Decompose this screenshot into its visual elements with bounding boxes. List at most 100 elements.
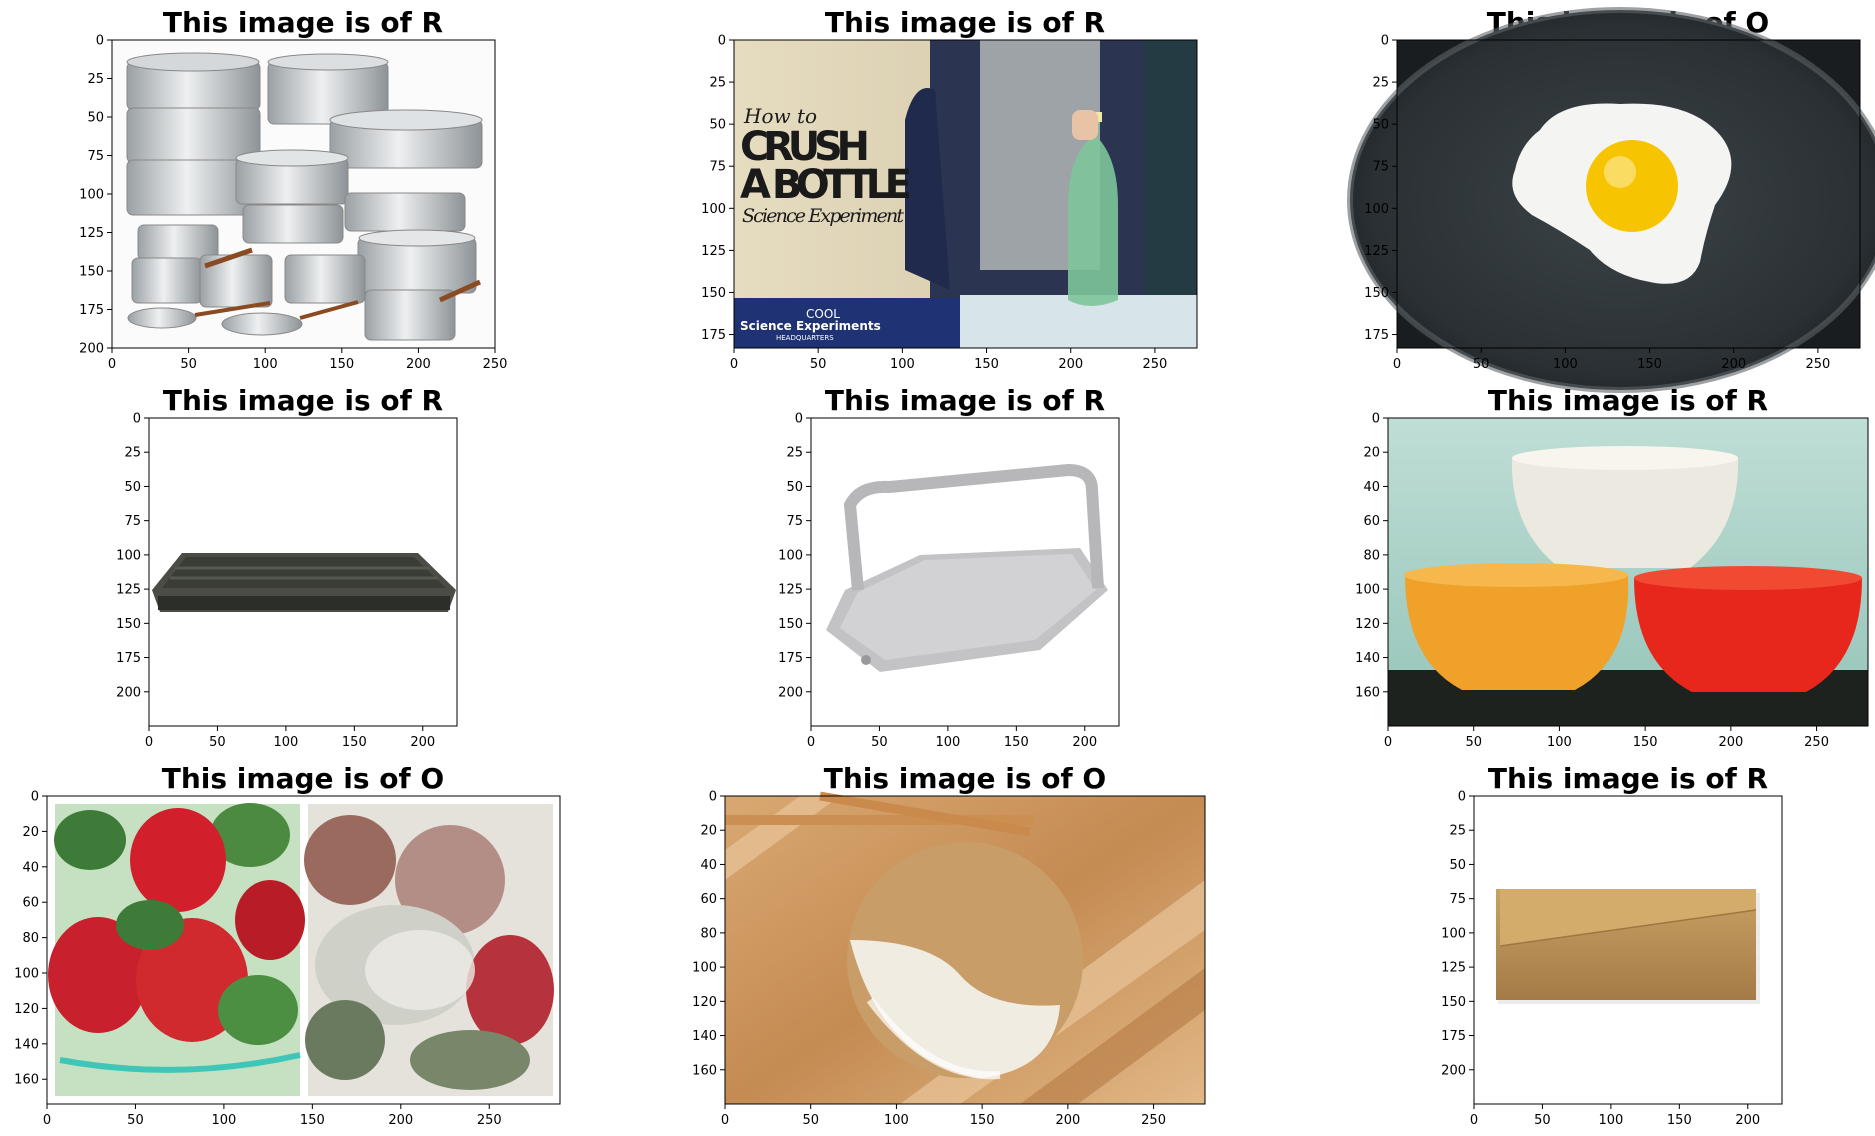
y-tick-label: 200 bbox=[79, 342, 104, 357]
y-tick-label: 40 bbox=[700, 858, 717, 873]
x-tick-label: 250 bbox=[1142, 357, 1167, 372]
x-tick-label: 200 bbox=[406, 357, 431, 372]
y-tick-label: 60 bbox=[700, 892, 717, 907]
axes-frame bbox=[810, 417, 1120, 727]
x-tick-label: 0 bbox=[721, 1113, 729, 1128]
axes-frame bbox=[46, 795, 561, 1105]
y-tick-label: 25 bbox=[1372, 76, 1389, 91]
y-tick-label: 50 bbox=[1372, 118, 1389, 133]
x-tick-label: 100 bbox=[1547, 735, 1572, 750]
x-tick-label: 150 bbox=[1633, 735, 1658, 750]
y-tick-label: 100 bbox=[692, 961, 717, 976]
y-tick-label: 100 bbox=[701, 202, 726, 217]
panel-title: This image is of R bbox=[1488, 384, 1768, 417]
image-bottle: How to CRUSH A BOTTLE Science Experiment… bbox=[734, 40, 1197, 348]
y-tick-label: 75 bbox=[1449, 892, 1466, 907]
x-tick-label: 50 bbox=[802, 1113, 819, 1128]
image-fried-egg bbox=[1347, 7, 1875, 393]
image-envelope bbox=[1474, 796, 1782, 1104]
x-tick-label: 0 bbox=[108, 357, 116, 372]
overlay-text: A BOTTLE bbox=[740, 162, 912, 208]
x-tick-label: 200 bbox=[1718, 735, 1743, 750]
y-tick-label: 60 bbox=[1363, 514, 1380, 529]
y-tick-label: 0 bbox=[1381, 34, 1389, 49]
y-tick-label: 25 bbox=[87, 72, 104, 87]
overlay-text: How to bbox=[743, 104, 817, 128]
x-tick-label: 100 bbox=[211, 1113, 236, 1128]
y-tick-label: 75 bbox=[124, 514, 141, 529]
image-rice bbox=[725, 791, 1205, 1104]
x-tick-label: 50 bbox=[871, 735, 888, 750]
y-tick-label: 50 bbox=[87, 111, 104, 126]
y-tick-label: 200 bbox=[778, 685, 803, 700]
y-tick-label: 125 bbox=[1364, 244, 1389, 259]
x-tick-label: 100 bbox=[890, 357, 915, 372]
axes-frame bbox=[733, 39, 1198, 349]
x-tick-label: 250 bbox=[1804, 735, 1829, 750]
image-grey-tray bbox=[811, 418, 1119, 726]
x-tick-label: 250 bbox=[1141, 1113, 1166, 1128]
y-tick-label: 150 bbox=[1441, 995, 1466, 1010]
panel-title: This image is of R bbox=[163, 6, 443, 39]
x-tick-label: 200 bbox=[1058, 357, 1083, 372]
x-tick-label: 150 bbox=[1004, 735, 1029, 750]
x-tick-label: 250 bbox=[477, 1113, 502, 1128]
axes-frame bbox=[1387, 417, 1869, 727]
y-tick-label: 125 bbox=[1441, 961, 1466, 976]
x-tick-label: 150 bbox=[974, 357, 999, 372]
y-tick-label: 175 bbox=[1441, 1029, 1466, 1044]
x-tick-label: 100 bbox=[273, 735, 298, 750]
y-tick-label: 120 bbox=[692, 995, 717, 1010]
y-tick-label: 125 bbox=[116, 583, 141, 598]
y-tick-label: 50 bbox=[1449, 858, 1466, 873]
x-tick-label: 150 bbox=[970, 1113, 995, 1128]
x-tick-label: 250 bbox=[1805, 357, 1830, 372]
y-tick-label: 80 bbox=[700, 926, 717, 941]
y-tick-label: 160 bbox=[1355, 685, 1380, 700]
y-tick-label: 25 bbox=[124, 446, 141, 461]
y-tick-label: 50 bbox=[124, 480, 141, 495]
y-tick-label: 0 bbox=[133, 412, 141, 427]
y-tick-label: 40 bbox=[22, 860, 39, 875]
y-tick-label: 120 bbox=[14, 1002, 39, 1017]
y-tick-label: 125 bbox=[778, 583, 803, 598]
x-tick-label: 50 bbox=[1473, 357, 1490, 372]
y-tick-label: 100 bbox=[79, 188, 104, 203]
y-tick-label: 20 bbox=[700, 824, 717, 839]
y-tick-label: 25 bbox=[786, 446, 803, 461]
x-tick-label: 0 bbox=[807, 735, 815, 750]
image-bowls bbox=[1388, 418, 1868, 726]
y-tick-label: 50 bbox=[709, 118, 726, 133]
y-tick-label: 0 bbox=[31, 790, 39, 805]
x-tick-label: 100 bbox=[1598, 1113, 1623, 1128]
x-tick-label: 0 bbox=[1384, 735, 1392, 750]
y-tick-label: 25 bbox=[709, 76, 726, 91]
y-tick-label: 60 bbox=[22, 896, 39, 911]
image-strawberries bbox=[47, 796, 560, 1104]
y-tick-label: 140 bbox=[692, 1029, 717, 1044]
y-tick-label: 100 bbox=[14, 967, 39, 982]
x-tick-label: 50 bbox=[209, 735, 226, 750]
panel-title: This image is of R bbox=[825, 6, 1105, 39]
x-tick-label: 50 bbox=[127, 1113, 144, 1128]
y-tick-label: 50 bbox=[786, 480, 803, 495]
y-tick-label: 80 bbox=[22, 931, 39, 946]
y-tick-label: 150 bbox=[778, 617, 803, 632]
y-tick-label: 150 bbox=[1364, 286, 1389, 301]
x-tick-label: 200 bbox=[1072, 735, 1097, 750]
x-tick-label: 100 bbox=[1553, 357, 1578, 372]
panel-title: This image is of R bbox=[163, 384, 443, 417]
overlay-text: HEADQUARTERS bbox=[776, 334, 834, 342]
image-cookware bbox=[112, 40, 495, 348]
overlay-text: Science Experiment bbox=[742, 205, 904, 227]
panel-title: This image is of R bbox=[825, 384, 1105, 417]
overlay-text: Science Experiments bbox=[740, 319, 881, 333]
y-tick-label: 0 bbox=[1372, 412, 1380, 427]
x-tick-label: 150 bbox=[342, 735, 367, 750]
y-tick-label: 100 bbox=[1355, 583, 1380, 598]
